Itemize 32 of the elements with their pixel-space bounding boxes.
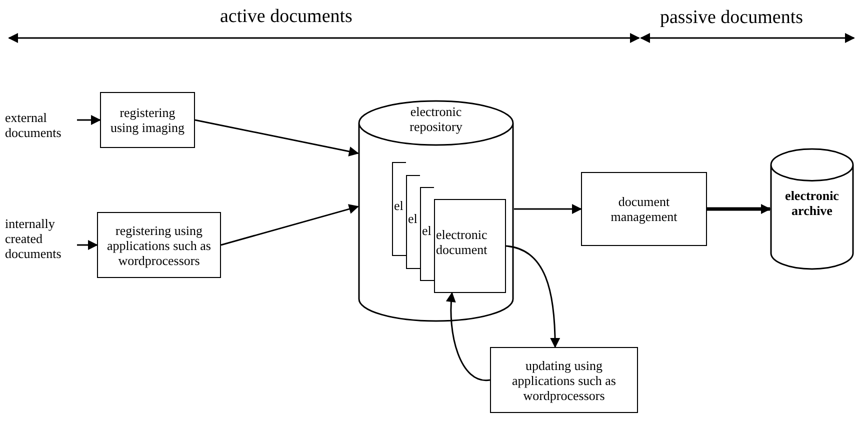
arrow xyxy=(514,204,582,214)
document-label: electronic document xyxy=(436,227,488,257)
range-label: passive documents xyxy=(660,7,804,29)
box-label: document management xyxy=(610,194,678,224)
document-label: el xyxy=(408,210,418,226)
arrow xyxy=(77,240,98,250)
arrow xyxy=(220,204,359,246)
document-page xyxy=(392,162,406,256)
document-label: el xyxy=(394,198,404,212)
cylinder-label: electronic repository xyxy=(408,104,464,134)
box-label: updating using applications such as wordprocessors xyxy=(511,358,617,402)
arrow xyxy=(506,245,560,348)
process-box xyxy=(100,92,195,148)
document-label: el xyxy=(422,222,432,238)
box-label: registering using imaging xyxy=(109,105,186,135)
cylinder-label: electronic archive xyxy=(784,188,840,218)
process-box xyxy=(490,347,638,413)
arrow xyxy=(194,119,359,156)
box-label: registering using applications such as wordprocessors xyxy=(106,222,212,268)
document-page xyxy=(434,199,506,293)
process-box xyxy=(581,172,707,246)
process-box xyxy=(97,212,221,278)
document-page xyxy=(420,187,434,281)
storage-cylinder xyxy=(770,148,854,270)
arrow xyxy=(77,115,101,125)
arrow xyxy=(707,204,771,214)
document-page xyxy=(406,175,420,269)
arrow xyxy=(446,292,490,381)
source-label: internally created documents xyxy=(5,213,77,263)
source-label: external documents xyxy=(5,108,77,142)
range-label: active documents xyxy=(220,6,352,28)
storage-cylinder xyxy=(358,100,514,322)
